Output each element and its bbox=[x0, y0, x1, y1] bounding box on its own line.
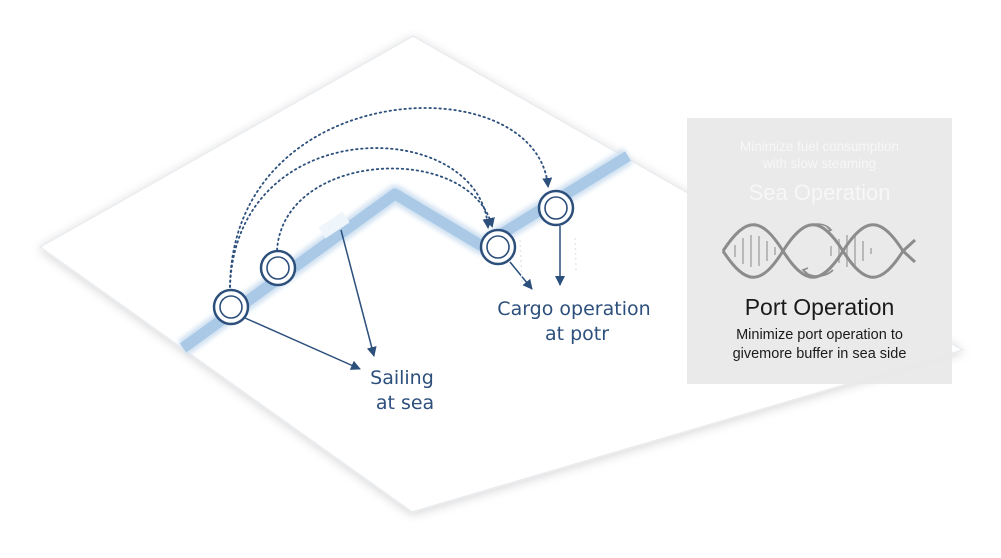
arc-inner bbox=[276, 167, 495, 251]
arc-outer bbox=[229, 107, 553, 288]
sea-operation-title: Sea Operation bbox=[748, 180, 891, 205]
sea-operation-subtitle-line1: Minimize fuel consumption bbox=[739, 139, 900, 154]
sailing-label-line2: at sea bbox=[376, 392, 434, 414]
pointer-node1 bbox=[244, 317, 361, 370]
sailing-label-line1: Sailing bbox=[370, 367, 434, 389]
operation-info-panel: Minimize fuel consumption with slow stea… bbox=[687, 118, 952, 384]
port-operation-subtitle-line2: givemore buffer in sea side bbox=[732, 346, 907, 362]
sailing-label: Sailing at sea bbox=[370, 367, 440, 414]
arc-middle bbox=[229, 147, 493, 288]
ship-stop-node-icon bbox=[479, 228, 517, 266]
cargo-label-line2: at potr bbox=[545, 323, 609, 345]
dotted-connection-arcs bbox=[229, 107, 553, 288]
label-pointer-arrows bbox=[244, 226, 565, 370]
guide-lines bbox=[519, 237, 577, 285]
cycle-arrows-icon bbox=[800, 223, 834, 277]
cargo-label-line1: Cargo operation bbox=[497, 298, 650, 320]
port-operation-title: Port Operation bbox=[744, 294, 895, 320]
port-operation-subtitle: Minimize port operation to givemore buff… bbox=[687, 326, 952, 364]
sea-operation-subtitle-line2: with slow steaming bbox=[762, 156, 877, 171]
cargo-label: Cargo operation at potr bbox=[497, 298, 656, 345]
ship-stop-node-icon bbox=[259, 249, 297, 287]
sea-operation-subtitle: Minimize fuel consumption with slow stea… bbox=[687, 138, 952, 172]
ship-stop-node-icon bbox=[212, 288, 250, 326]
ship-stop-node-icon bbox=[537, 189, 575, 227]
dna-helix-icon bbox=[721, 223, 917, 279]
port-operation-subtitle-line1: Minimize port operation to bbox=[736, 327, 903, 343]
pointer-route-section bbox=[340, 229, 377, 357]
